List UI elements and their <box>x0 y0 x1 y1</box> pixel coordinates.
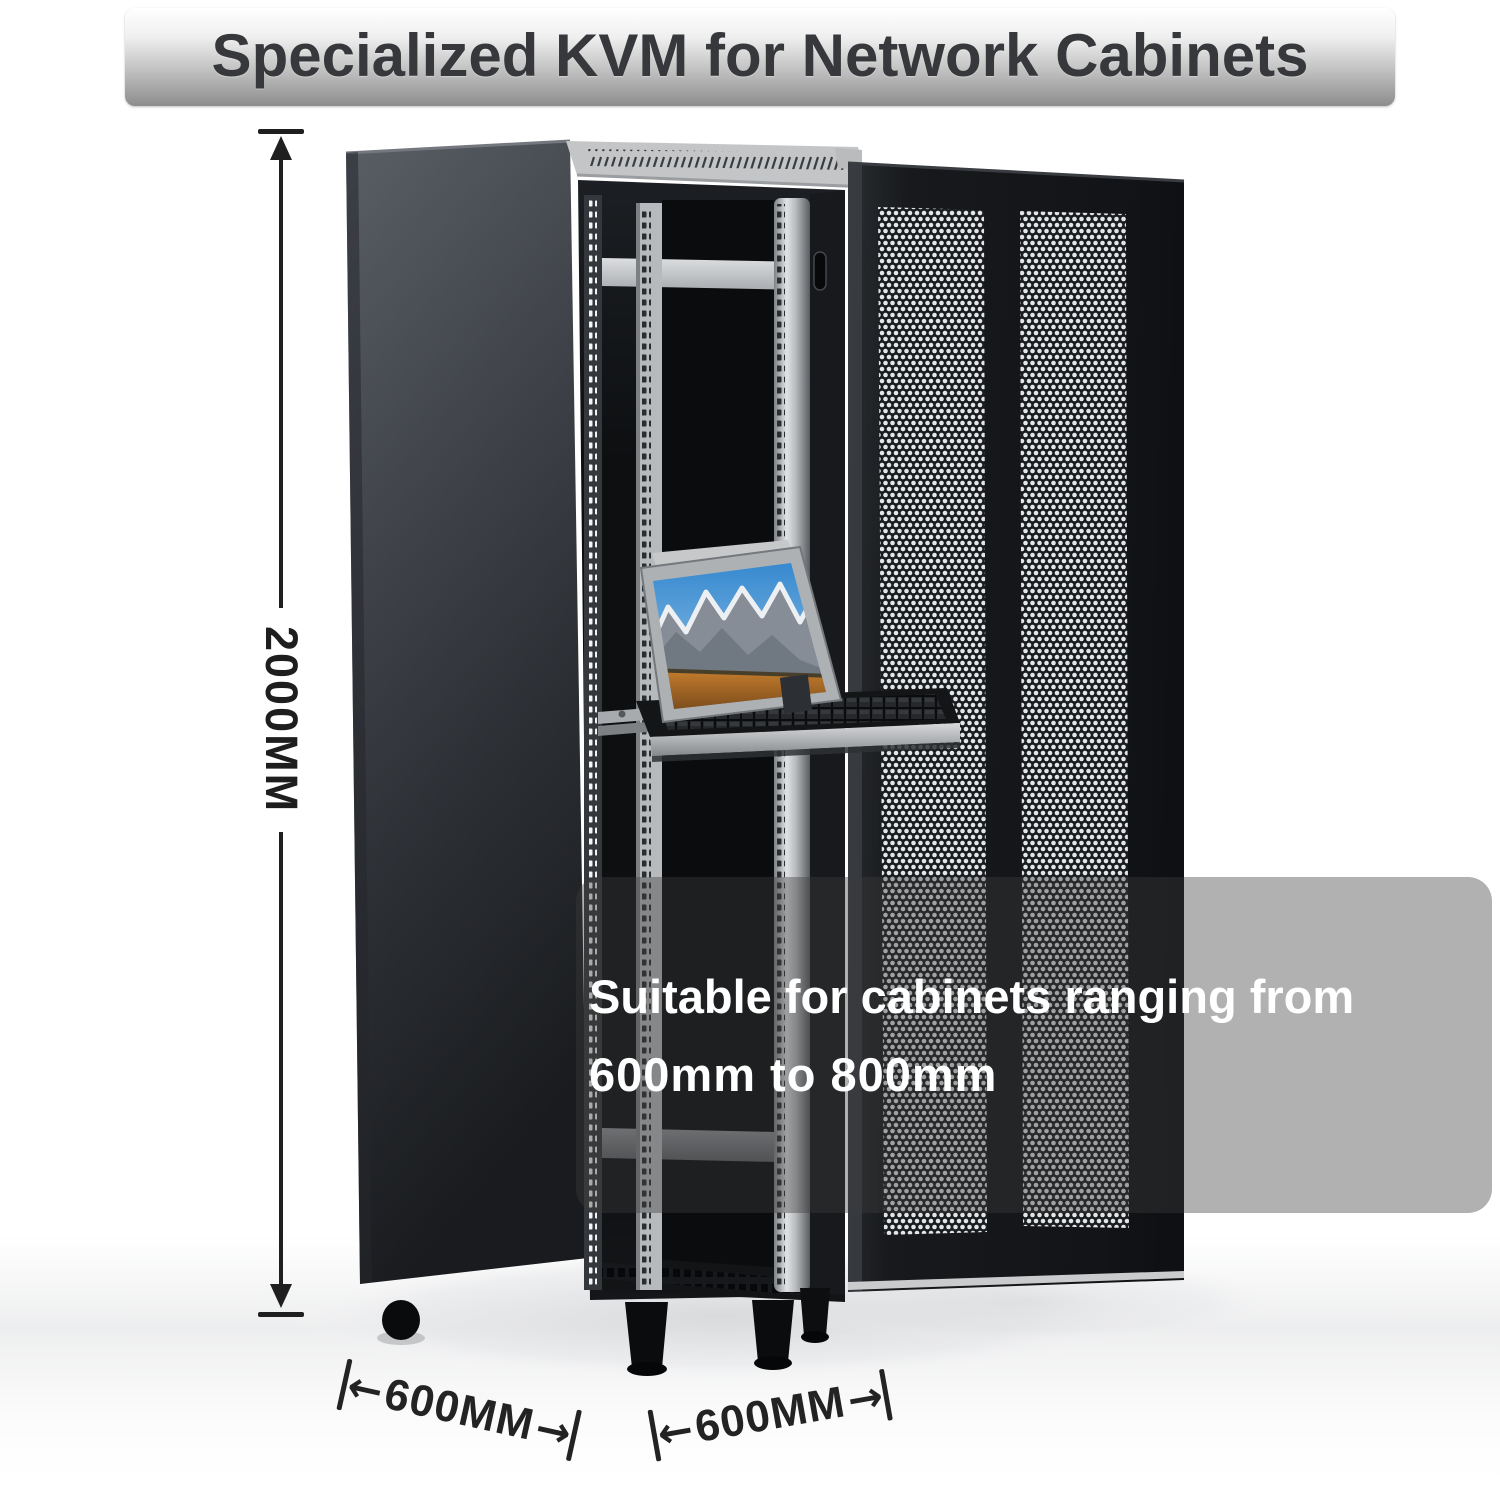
leveling-foot-door-side <box>800 1288 830 1343</box>
banner-title: Specialized KVM for Network Cabinets <box>211 22 1309 89</box>
down-arrowhead-icon <box>270 1284 292 1308</box>
cabinet-feet <box>377 1288 830 1376</box>
dimension-line-upper <box>279 158 283 608</box>
side-panel <box>345 139 588 1284</box>
leveling-foot-front-right <box>752 1300 794 1370</box>
kvm-console <box>598 540 960 762</box>
kvm-monitor <box>639 540 843 724</box>
door-mesh-strip-2 <box>1020 211 1129 1228</box>
dimension-tick-top-icon <box>258 129 304 134</box>
banner: Specialized KVM for Network Cabinets <box>125 8 1395 106</box>
callout-line-1: Suitable for cabinets ranging from <box>589 970 1355 1023</box>
up-arrowhead-icon <box>270 136 292 160</box>
left-arrow-icon: ← <box>342 1360 388 1417</box>
rack-rail-left <box>584 195 602 1290</box>
door-bottom-trim <box>848 1271 1184 1290</box>
right-arrow-icon: → <box>843 1370 887 1426</box>
height-dimension-label: 2000MM <box>256 626 307 814</box>
door-handle-slot <box>813 251 827 291</box>
monitor-hinge <box>779 674 813 714</box>
callout-box: Suitable for cabinets ranging from 600mm… <box>576 877 1492 1213</box>
callout-line-2: 600mm to 800mm <box>589 1048 998 1101</box>
leveling-foot-front-left <box>625 1302 668 1376</box>
tray-front-fascia <box>650 723 960 756</box>
dimension-line-lower <box>279 832 283 1286</box>
dimension-tick-bottom-icon <box>258 1312 304 1317</box>
top-vent-grille <box>566 141 870 189</box>
left-arrow-icon: ← <box>653 1404 697 1459</box>
caster-wheel <box>382 1300 420 1340</box>
